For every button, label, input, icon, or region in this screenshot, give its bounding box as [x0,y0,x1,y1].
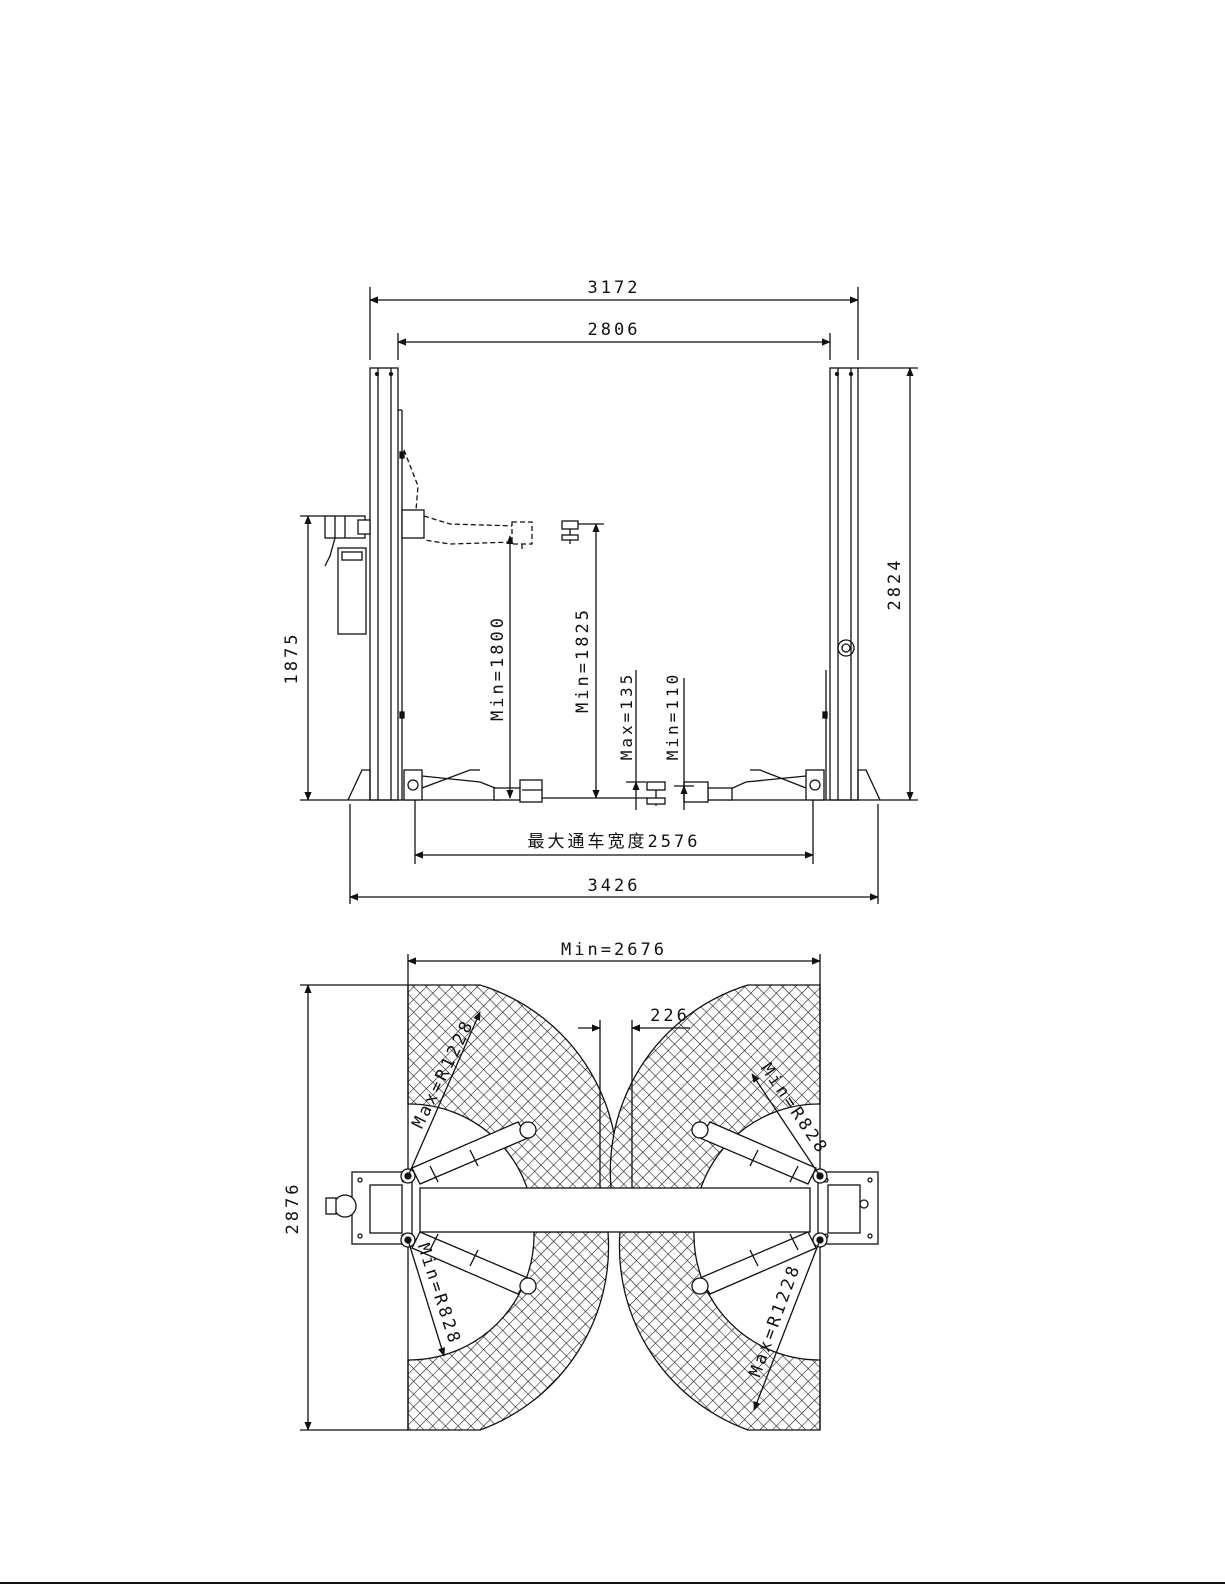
swing-zone-right-lower [619,1232,820,1430]
raised-pad [562,521,604,544]
raised-arm [402,450,532,552]
dimension-label-min-1800: Min=1800 [488,615,508,721]
power-unit [325,516,370,634]
dimension-label-max-135: Max=135 [617,672,636,760]
dimension-label-min-2676: Min=2676 [561,940,667,960]
cross-beam [420,1188,810,1232]
right-column-top [818,1172,878,1244]
dimension-label-2876: 2876 [283,1182,303,1235]
front-view: 3172 2806 [282,278,918,904]
dimension-label-1875: 1875 [282,632,302,685]
dimension-label-3172: 3172 [588,278,641,298]
dimension-label-2806: 2806 [588,320,641,340]
dimension-label-min-110: Min=110 [663,672,682,760]
dimension-label-drive-through: 最大通车宽度2576 [528,832,701,852]
dimension-label-2824: 2824 [885,558,905,611]
top-view: Min=2676 226 [283,940,878,1430]
left-column-top [326,1172,412,1244]
right-column [823,368,858,800]
lowered-pads [542,782,665,806]
dimension-label-min-1825: Min=1825 [573,607,593,713]
lowered-arm-left [404,770,542,802]
lowered-arm-right [684,770,824,802]
dimension-label-3426: 3426 [588,876,641,896]
dimension-label-226: 226 [650,1006,690,1026]
left-column [370,368,404,800]
